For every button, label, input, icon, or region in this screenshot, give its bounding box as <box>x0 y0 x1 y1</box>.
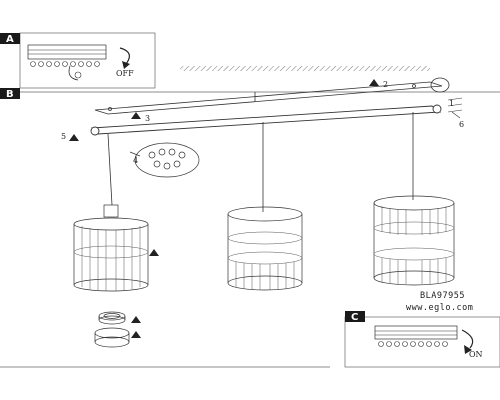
arrow-up-icon <box>369 79 379 86</box>
arrow-up-icon <box>131 331 141 338</box>
switch-state-off: OFF <box>116 69 134 78</box>
arrow-up-icon <box>131 112 141 119</box>
callout-3: 3 <box>145 114 150 123</box>
model-code: BLA97955 <box>420 291 465 301</box>
callout-6-leader <box>451 111 461 119</box>
arrow-up-icon <box>69 134 79 141</box>
rotate-arrow-icon <box>119 47 130 65</box>
arrow-up-icon <box>131 316 141 323</box>
section-b-letter: B <box>6 89 14 100</box>
arrow-up-icon <box>149 249 159 256</box>
switch-state-on: ON <box>469 350 483 359</box>
website: www.eglo.com <box>406 303 473 313</box>
terminal-block-c <box>374 325 458 347</box>
pendant-cords <box>107 112 414 212</box>
section-b: B <box>0 66 500 368</box>
screw-set-right <box>447 97 463 113</box>
section-a-letter: A <box>6 34 14 45</box>
terminal-disc <box>129 142 200 178</box>
lamp-shade-middle <box>227 206 303 291</box>
lamp-shade-left <box>73 204 149 292</box>
callout-5: 5 <box>61 132 66 141</box>
callout-4: 4 <box>133 156 138 165</box>
ceiling-hatch <box>180 66 430 71</box>
lamp-shade-right <box>373 195 455 286</box>
section-c-frame <box>344 316 500 368</box>
rotate-arrowhead-icon <box>464 345 472 354</box>
rotate-arrow-icon <box>461 329 474 349</box>
callout-2: 2 <box>383 80 388 89</box>
section-a: A OFF <box>0 32 156 89</box>
callout-6: 6 <box>459 120 464 129</box>
section-c-tab <box>345 311 365 322</box>
section-a-frame <box>19 32 156 89</box>
section-c-letter: C <box>351 312 358 323</box>
rotate-arrowhead-icon <box>122 61 130 69</box>
socket-cap <box>94 327 130 348</box>
canopy-bar <box>90 104 442 136</box>
terminal-block-a <box>27 44 107 81</box>
ceiling-hole <box>430 77 450 93</box>
callout-1: 1 <box>449 99 454 108</box>
section-c: C ON <box>344 311 500 368</box>
mounting-bracket <box>94 81 443 115</box>
socket-ring <box>98 311 126 325</box>
section-b-tab <box>0 88 20 99</box>
section-a-tab <box>0 33 20 44</box>
instruction-arrows <box>69 79 379 338</box>
